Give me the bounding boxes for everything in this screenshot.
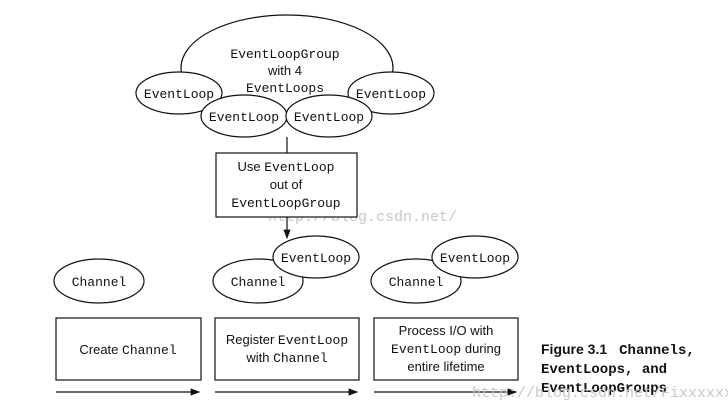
group-label-line2: with 4 [267, 63, 302, 78]
channel-3-label: Channel [389, 275, 444, 290]
use-event-loop-line2: out of [270, 177, 303, 192]
group-event-loop-2-label: EventLoop [209, 110, 279, 125]
group-event-loop-4 [347, 71, 435, 115]
figure-caption-line2: EventLoops, and [541, 362, 667, 378]
channel-2-event-loop-label: EventLoop [281, 251, 351, 266]
watermark-bottom: http://blog.csdn.net/Fixxxxxxsy [472, 385, 728, 402]
step-register-box [214, 317, 360, 381]
channel-3-event-loop-ellipse [431, 235, 519, 279]
step-process-io-box [373, 317, 519, 381]
group-event-loop-1-label: EventLoop [144, 87, 214, 102]
step-register-line1: Register EventLoop [226, 332, 348, 348]
step-process-line2: EventLoop during [391, 341, 501, 357]
channel-1-ellipse [53, 258, 145, 304]
channel-3-ellipse [370, 258, 462, 304]
channel-2-ellipse [212, 258, 304, 304]
use-event-loop-line3: EventLoopGroup [231, 196, 340, 211]
group-label-line1: EventLoopGroup [230, 47, 339, 62]
step-process-line1: Process I/O with [399, 323, 494, 338]
channel-3-event-loop-label: EventLoop [440, 251, 510, 266]
group-event-loop-4-label: EventLoop [356, 87, 426, 102]
step-create-channel-text: Create Channel [79, 342, 176, 358]
group-event-loop-3 [285, 94, 373, 138]
figure-caption-line3: EventLoopGroups [541, 381, 667, 397]
step-create-channel-box [55, 317, 202, 381]
use-event-loop-line1: Use EventLoop [238, 159, 335, 175]
group-label-line3: EventLoops [246, 81, 324, 96]
step-process-line3: entire lifetime [407, 359, 484, 374]
channel-2-event-loop-ellipse [272, 235, 360, 279]
group-event-loop-1 [135, 71, 223, 115]
channel-2-label: Channel [231, 275, 286, 290]
group-event-loop-3-label: EventLoop [294, 110, 364, 125]
step-register-line2: with Channel [245, 350, 328, 366]
channel-1-label: Channel [72, 275, 127, 290]
